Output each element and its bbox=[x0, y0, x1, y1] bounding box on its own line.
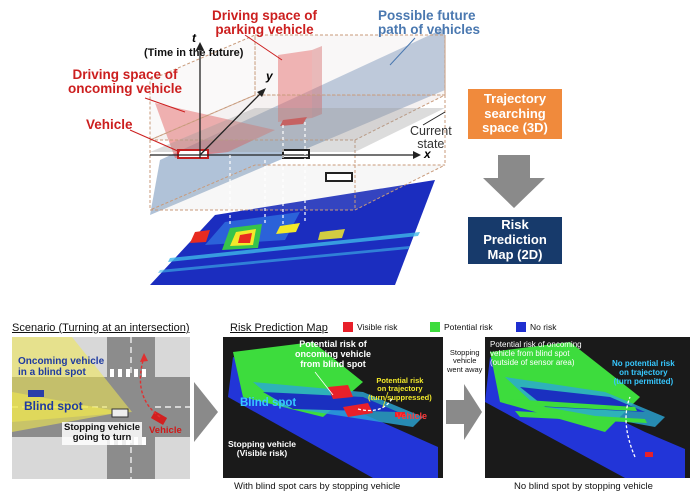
oncoming-space-label: Driving space of oncoming vehicle bbox=[68, 67, 183, 97]
legend-potential-swatch bbox=[430, 322, 440, 332]
legend-norisk-label: No risk bbox=[530, 322, 557, 332]
risk-map-panel-1 bbox=[223, 337, 443, 478]
panel1-caption: With blind spot cars by stopping vehicle bbox=[234, 481, 401, 492]
future-path-label: Possible future path of vehicles bbox=[378, 8, 481, 38]
scenario-title: Scenario (Turning at an intersection) bbox=[12, 322, 190, 334]
parking-space-label: Driving space of parking vehicle bbox=[212, 8, 318, 38]
legend-norisk-swatch bbox=[516, 322, 526, 332]
transition-label: Stopping vehicle went away bbox=[447, 348, 483, 374]
risk-map-panel-2 bbox=[485, 337, 690, 478]
legend-visible-label: Visible risk bbox=[357, 322, 398, 332]
t-axis-label: t bbox=[192, 31, 196, 45]
risk-map-box-text: Risk Prediction Map (2D) bbox=[483, 217, 547, 262]
panel2-caption: No blind spot by stopping vehicle bbox=[514, 481, 653, 492]
panel1-potential-oncoming-label: Potential risk of oncoming vehicle from … bbox=[295, 339, 372, 369]
scenario-to-map-arrow bbox=[194, 382, 218, 442]
scenario-image bbox=[12, 337, 190, 479]
panel1-to-panel2-arrow bbox=[446, 384, 482, 440]
risk-map-title: Risk Prediction Map bbox=[230, 322, 328, 334]
scenario-vehicle-label: Vehicle bbox=[149, 425, 182, 436]
trajectory-space-box-text: Trajectory searching space (3D) bbox=[482, 90, 548, 136]
scenario-oncoming-label: Oncoming vehicle in a blind spot bbox=[18, 356, 105, 378]
legend-potential-label: Potential risk bbox=[444, 322, 493, 332]
panel1-stopping-label: Stopping vehicle (Visible risk) bbox=[228, 439, 297, 459]
current-state-label: Current state bbox=[410, 124, 452, 152]
parking-space bbox=[278, 50, 312, 122]
scenario-stopping-label: Stopping vehicle going to turn bbox=[62, 422, 143, 445]
oncoming-space bbox=[155, 103, 275, 158]
panel1-vehicle-label: Vehicle bbox=[396, 411, 428, 421]
current-state-plane bbox=[150, 108, 445, 152]
panel1-potential-trajectory-label: Potential risk on trajectory (turn suppr… bbox=[368, 376, 432, 402]
vehicle-label: Vehicle bbox=[86, 117, 133, 132]
t-axis-note: (Time in the future) bbox=[144, 47, 244, 59]
panel1-blind-spot-label: Blind spot bbox=[240, 397, 297, 409]
risk-map-box: Risk Prediction Map (2D) bbox=[468, 217, 562, 264]
risk-map-plane bbox=[150, 180, 435, 285]
top-diagram-graphic bbox=[129, 28, 545, 285]
trajectory-search-box bbox=[149, 34, 446, 211]
y-axis-label: y bbox=[266, 69, 273, 83]
panel2-no-potential-label: No potential risk on trajectory (turn pe… bbox=[612, 359, 675, 386]
flow-down-arrow bbox=[483, 155, 545, 208]
panel2-potential-oncoming-label: Potential risk of oncoming vehicle from … bbox=[490, 340, 582, 367]
trajectory-space-box: Trajectory searching space (3D) bbox=[468, 89, 562, 139]
x-axis-label: x bbox=[424, 147, 431, 161]
legend-visible-swatch bbox=[343, 322, 353, 332]
scenario-blind-spot-label: Blind spot bbox=[24, 399, 83, 413]
